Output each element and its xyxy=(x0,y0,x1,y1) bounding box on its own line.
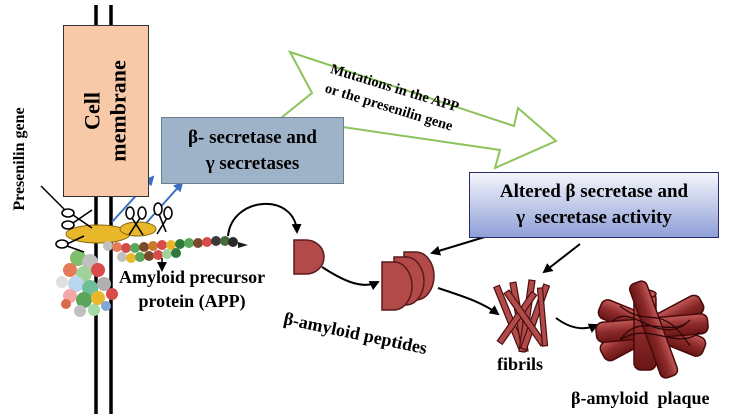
scissors-icon xyxy=(55,208,93,253)
scissors-icon xyxy=(125,202,173,236)
arrow-oligomer-to-fibrils xyxy=(437,287,500,316)
app-label-line1: Amyloid precursor xyxy=(119,267,266,287)
arrow-altered-to-fibrils xyxy=(542,243,581,274)
mutation-arrow-shape xyxy=(278,50,558,170)
arrow-fibrils-to-plaque xyxy=(555,317,599,333)
arrow-altered-to-oligomer xyxy=(430,235,489,256)
presenilin-pointer xyxy=(40,185,67,212)
peptide-single xyxy=(293,239,325,275)
cell-membrane-label-line1: Cell xyxy=(80,92,106,130)
arrow-peptide-to-oligomer xyxy=(321,266,380,291)
peptide-oligomer xyxy=(381,251,435,311)
altered-secretase-box: Altered β secretase and γ secretase acti… xyxy=(469,172,719,238)
arrow-app-to-peptide xyxy=(227,203,302,237)
app-label: Amyloid precursor protein (APP) xyxy=(119,265,265,313)
fibrils-bundle xyxy=(493,279,551,353)
secretase-box: β- secretase and γ secretases xyxy=(161,117,344,184)
plaque-label: β-amyloid plaque xyxy=(571,388,710,408)
cell-membrane-label: Cell membrane xyxy=(80,60,132,161)
app-chain xyxy=(103,236,238,263)
altered-box-line1: Altered β secretase and xyxy=(499,181,689,202)
presenilin-gene-label: Presenilin gene xyxy=(11,107,28,211)
altered-box-line2: γ secretase activity xyxy=(516,207,672,228)
secretase-box-line2: γ secretases xyxy=(205,152,300,174)
app-label-line2: protein (APP) xyxy=(138,291,246,311)
amyloid-plaque xyxy=(595,280,709,379)
cell-membrane-label-line2: membrane xyxy=(106,60,132,162)
cell-membrane-box: Cell membrane xyxy=(63,25,149,197)
app-protein-cluster xyxy=(56,250,118,317)
fibrils-label: fibrils xyxy=(497,354,544,374)
secretase-box-line1: β- secretase and xyxy=(188,126,317,148)
